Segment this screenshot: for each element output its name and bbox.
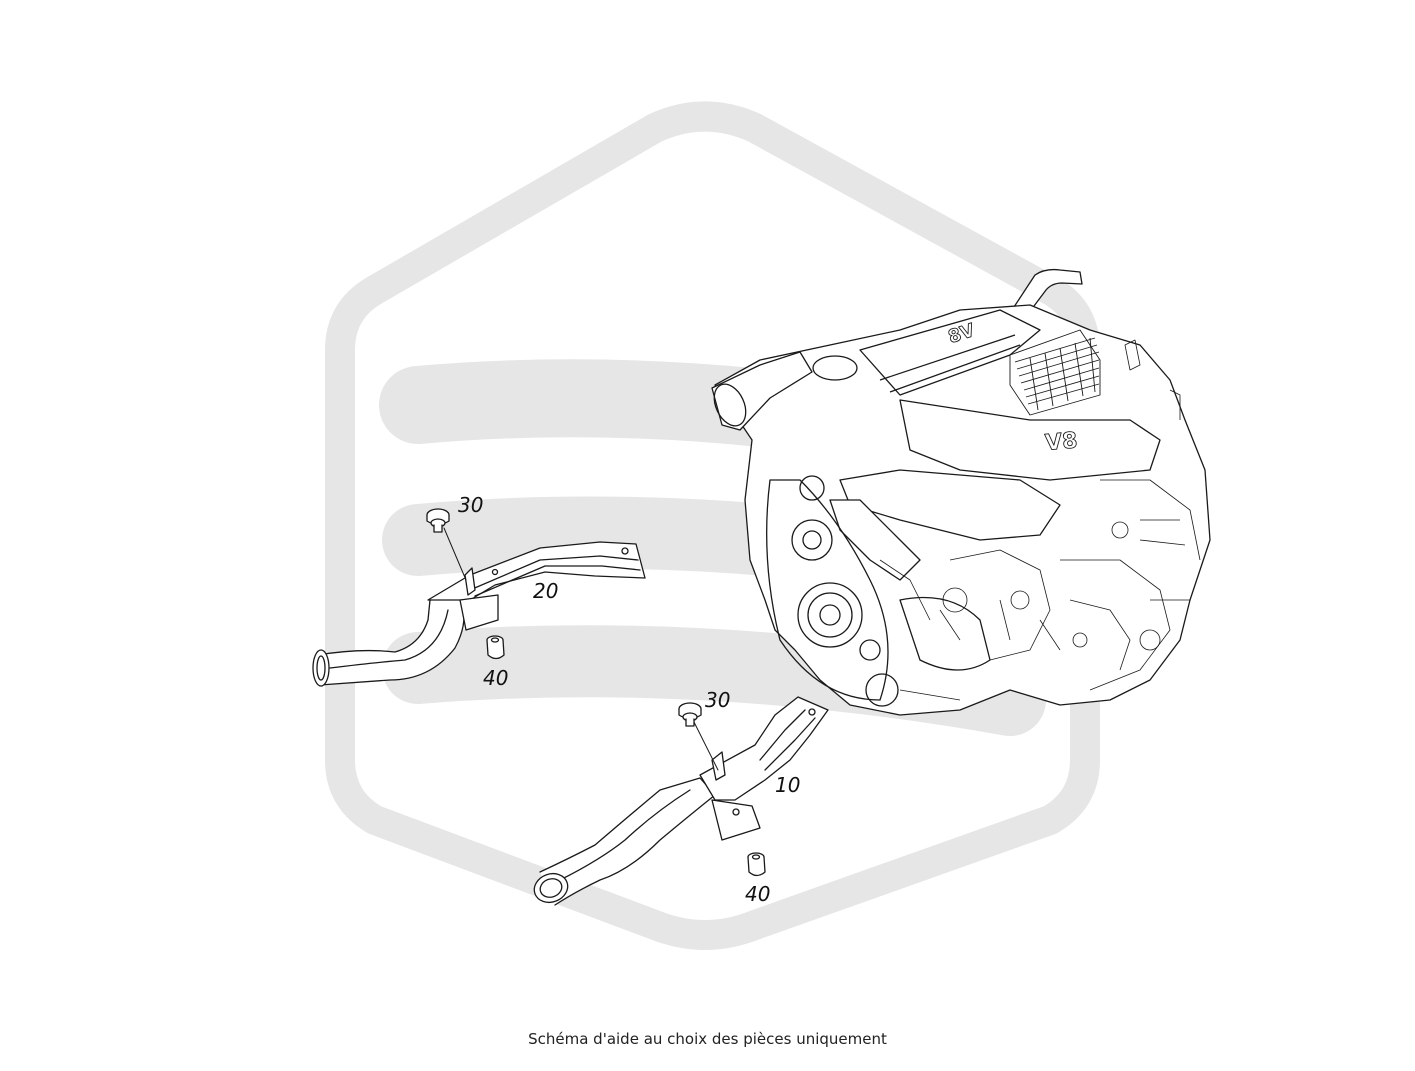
lower-pipe-inner-line	[559, 789, 691, 881]
water-pump-pulley	[791, 519, 833, 561]
upper-bracket-hole-2	[491, 568, 499, 576]
lower-nut[interactable]	[747, 852, 766, 877]
label-lower-nut: 40	[745, 882, 770, 906]
label-upper-bolt: 30	[458, 493, 483, 517]
water-pump-pulley-hub	[802, 530, 822, 550]
crankshaft-pulley-hub	[807, 592, 853, 638]
lower-bracket[interactable]	[699, 696, 829, 801]
upper-bolt-guide	[443, 527, 467, 581]
intake-opening	[713, 383, 747, 427]
lower-bracket-plate	[711, 799, 761, 841]
upper-bolt[interactable]	[426, 508, 450, 533]
crankshaft-pulley	[797, 582, 863, 648]
upper-pipe-end-inner	[316, 655, 326, 681]
upper-pipe-inner-line	[329, 609, 449, 669]
engine-assembly: V8 V8	[711, 268, 1211, 716]
lower-pipe-end-inner	[539, 878, 563, 898]
label-lower-bolt: 30	[705, 688, 730, 712]
upper-pipe-assembly	[312, 508, 646, 687]
label-lower-pipe: 10	[775, 773, 800, 797]
tensioner-pulley	[859, 639, 881, 661]
engine-badge-front: V8	[1044, 428, 1078, 456]
engine-air-intake	[711, 351, 813, 431]
diagram-caption: Schéma d'aide au choix des pièces unique…	[528, 1030, 887, 1048]
lower-pipe-assembly	[533, 696, 829, 906]
upper-bracket-rib	[469, 555, 641, 597]
crankshaft-pulley-center	[819, 604, 841, 626]
upper-bracket-hole	[621, 547, 629, 555]
engine-top-cover-ridge	[879, 334, 1021, 393]
idler-pulley-lower	[865, 673, 899, 707]
lower-pipe[interactable]	[539, 777, 716, 906]
engine-top-cover	[859, 309, 1041, 396]
lower-bracket-hole-2	[732, 808, 740, 816]
oil-filler-cap	[812, 355, 858, 381]
upper-bracket-tab	[464, 567, 476, 596]
lower-bracket-tab	[711, 751, 726, 781]
idler-pulley-upper	[799, 475, 825, 501]
engine-detail-lines	[879, 339, 1201, 701]
upper-nut[interactable]	[486, 635, 505, 660]
lower-bolt-guide	[693, 721, 719, 771]
lower-bracket-rib	[759, 709, 816, 771]
lower-bracket-hole	[808, 708, 816, 716]
intercooler-core	[1009, 329, 1101, 416]
engine-intake-manifold	[899, 399, 1161, 481]
lower-bolt[interactable]	[678, 702, 702, 727]
engine-drive-belt	[766, 479, 889, 701]
label-upper-nut: 40	[483, 666, 508, 690]
engine-turbo-pipe	[899, 596, 991, 671]
part-labels: 30 20 40 30 10 40	[458, 493, 800, 906]
upper-bracket-plate	[459, 594, 499, 631]
label-upper-pipe: 20	[533, 579, 558, 603]
watermark-hexagon	[325, 101, 1100, 950]
